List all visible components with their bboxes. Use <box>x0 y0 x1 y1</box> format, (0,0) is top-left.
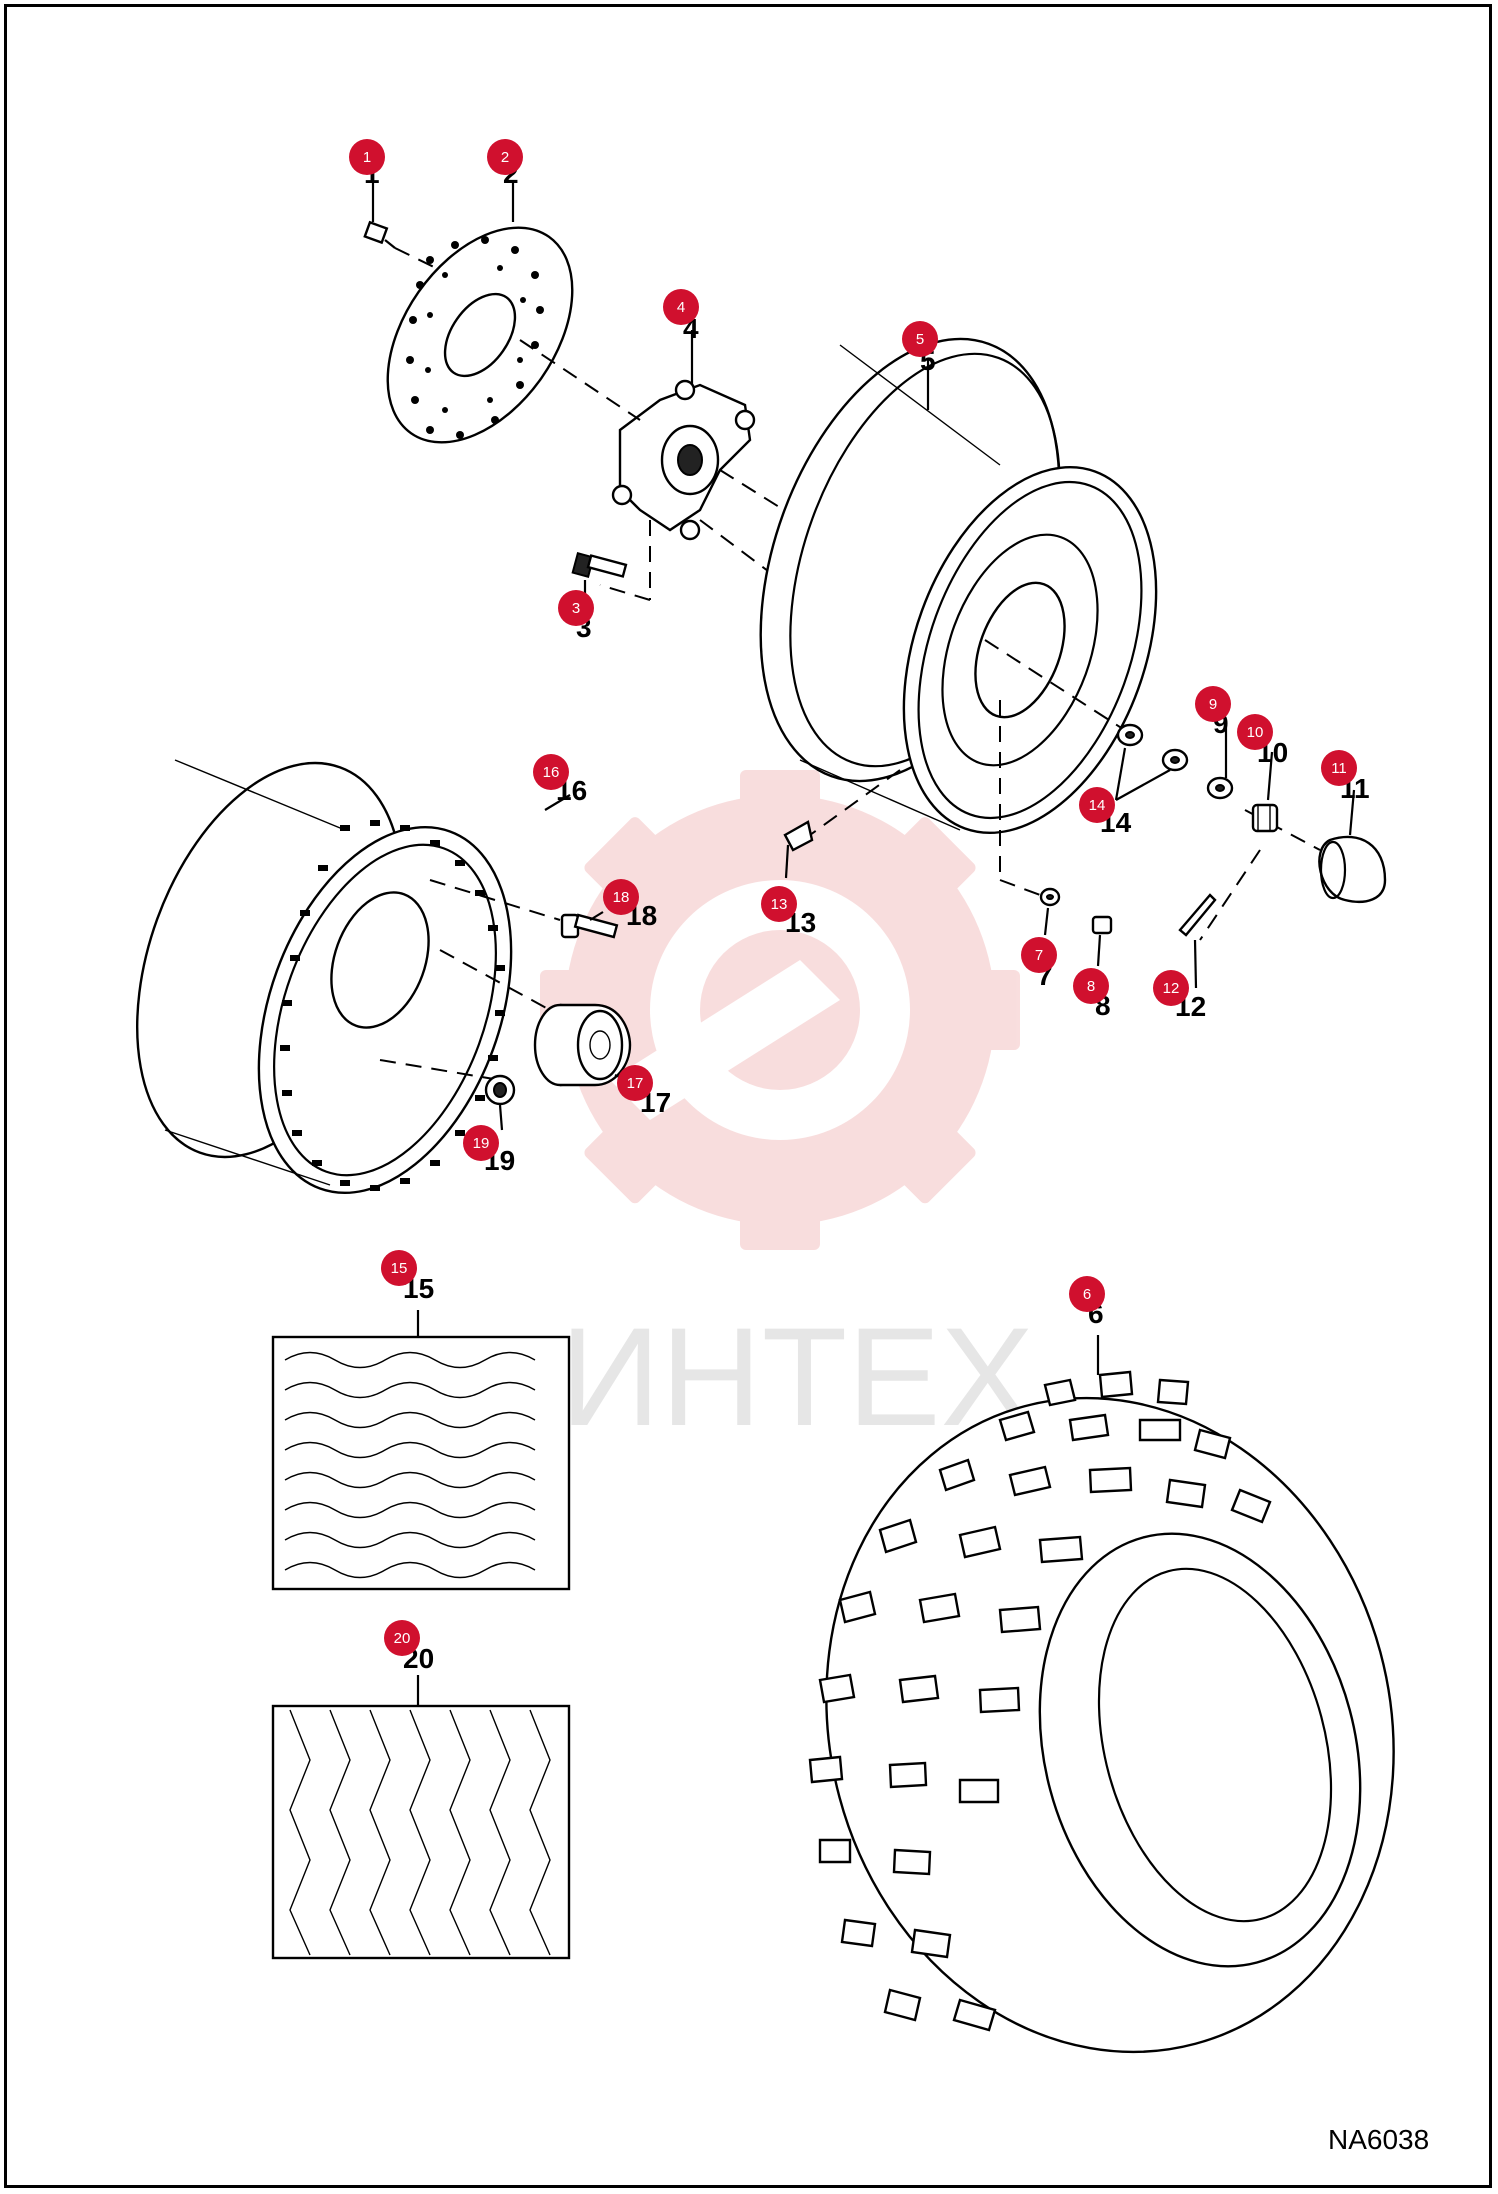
disc-bolt <box>363 220 396 249</box>
badge-11[interactable]: 11 <box>1321 750 1357 786</box>
svg-text:4: 4 <box>677 299 685 316</box>
lug-nut-8 <box>1091 915 1113 935</box>
badge-2[interactable]: 2 <box>487 139 523 175</box>
badge-1[interactable]: 1 <box>349 139 385 175</box>
badge-19[interactable]: 19 <box>463 1125 499 1161</box>
badge-13[interactable]: 13 <box>761 886 797 922</box>
svg-text:9: 9 <box>1209 696 1217 713</box>
steel-rim <box>759 337 1158 835</box>
cotter-pin-12 <box>1178 893 1217 937</box>
svg-text:14: 14 <box>1089 797 1106 814</box>
svg-text:18: 18 <box>613 889 630 906</box>
wheel-stud-18 <box>560 913 619 939</box>
tire-6 <box>808 1370 1395 2054</box>
washer-7 <box>1039 887 1061 907</box>
svg-text:1: 1 <box>363 149 371 166</box>
badge-14[interactable]: 14 <box>1079 787 1115 823</box>
svg-text:8: 8 <box>1087 978 1095 995</box>
svg-text:11: 11 <box>1331 760 1347 777</box>
badge-17[interactable]: 17 <box>617 1065 653 1101</box>
badge-16[interactable]: 16 <box>533 754 569 790</box>
svg-text:19: 19 <box>473 1135 490 1152</box>
svg-text:17: 17 <box>627 1075 644 1092</box>
alloy-wheel <box>136 759 513 1195</box>
badge-7[interactable]: 7 <box>1021 937 1057 973</box>
brake-disc <box>386 226 574 444</box>
svg-text:10: 10 <box>1247 724 1264 741</box>
svg-text:3: 3 <box>572 600 580 617</box>
badge-9[interactable]: 9 <box>1195 686 1231 722</box>
tread-pattern-20 <box>271 1704 571 1960</box>
hub-cap-11 <box>1318 835 1387 903</box>
callout-badges: 1 2 3 4 5 6 7 8 9 10 11 12 13 14 15 16 1… <box>349 139 1357 1656</box>
svg-text:15: 15 <box>391 1260 408 1277</box>
svg-text:13: 13 <box>771 896 788 913</box>
badge-8[interactable]: 8 <box>1073 968 1109 1004</box>
svg-text:6: 6 <box>1083 1286 1091 1303</box>
badge-20[interactable]: 20 <box>384 1620 420 1656</box>
valve-stem-13 <box>783 820 814 852</box>
badge-6[interactable]: 6 <box>1069 1276 1105 1312</box>
center-cap-17 <box>533 1003 632 1087</box>
washer-9 <box>1206 776 1234 800</box>
watermark-text: ИНТЕХ <box>560 1298 1034 1455</box>
washer-14a <box>1116 723 1144 747</box>
badge-15[interactable]: 15 <box>381 1250 417 1286</box>
callout-labels: 1 2 3 4 5 6 7 8 9 10 11 12 13 14 15 16 1… <box>364 158 1370 1674</box>
svg-text:20: 20 <box>394 1630 411 1647</box>
badge-10[interactable]: 10 <box>1237 714 1273 750</box>
washer-14b <box>1161 748 1189 772</box>
wheel-hub <box>611 379 756 541</box>
tread-pattern-15 <box>271 1335 571 1591</box>
drawing-code: NA6038 <box>1328 2124 1429 2155</box>
badge-12[interactable]: 12 <box>1153 970 1189 1006</box>
svg-text:12: 12 <box>1163 980 1180 997</box>
badge-5[interactable]: 5 <box>902 321 938 357</box>
svg-text:2: 2 <box>501 149 509 166</box>
castle-nut-10 <box>1251 803 1279 833</box>
svg-text:5: 5 <box>916 331 924 348</box>
wheel-stud <box>571 552 628 578</box>
svg-text:16: 16 <box>543 764 560 781</box>
badge-18[interactable]: 18 <box>603 879 639 915</box>
badge-4[interactable]: 4 <box>663 289 699 325</box>
badge-3[interactable]: 3 <box>558 590 594 626</box>
svg-text:7: 7 <box>1035 947 1043 964</box>
lug-nut-19 <box>484 1074 516 1106</box>
